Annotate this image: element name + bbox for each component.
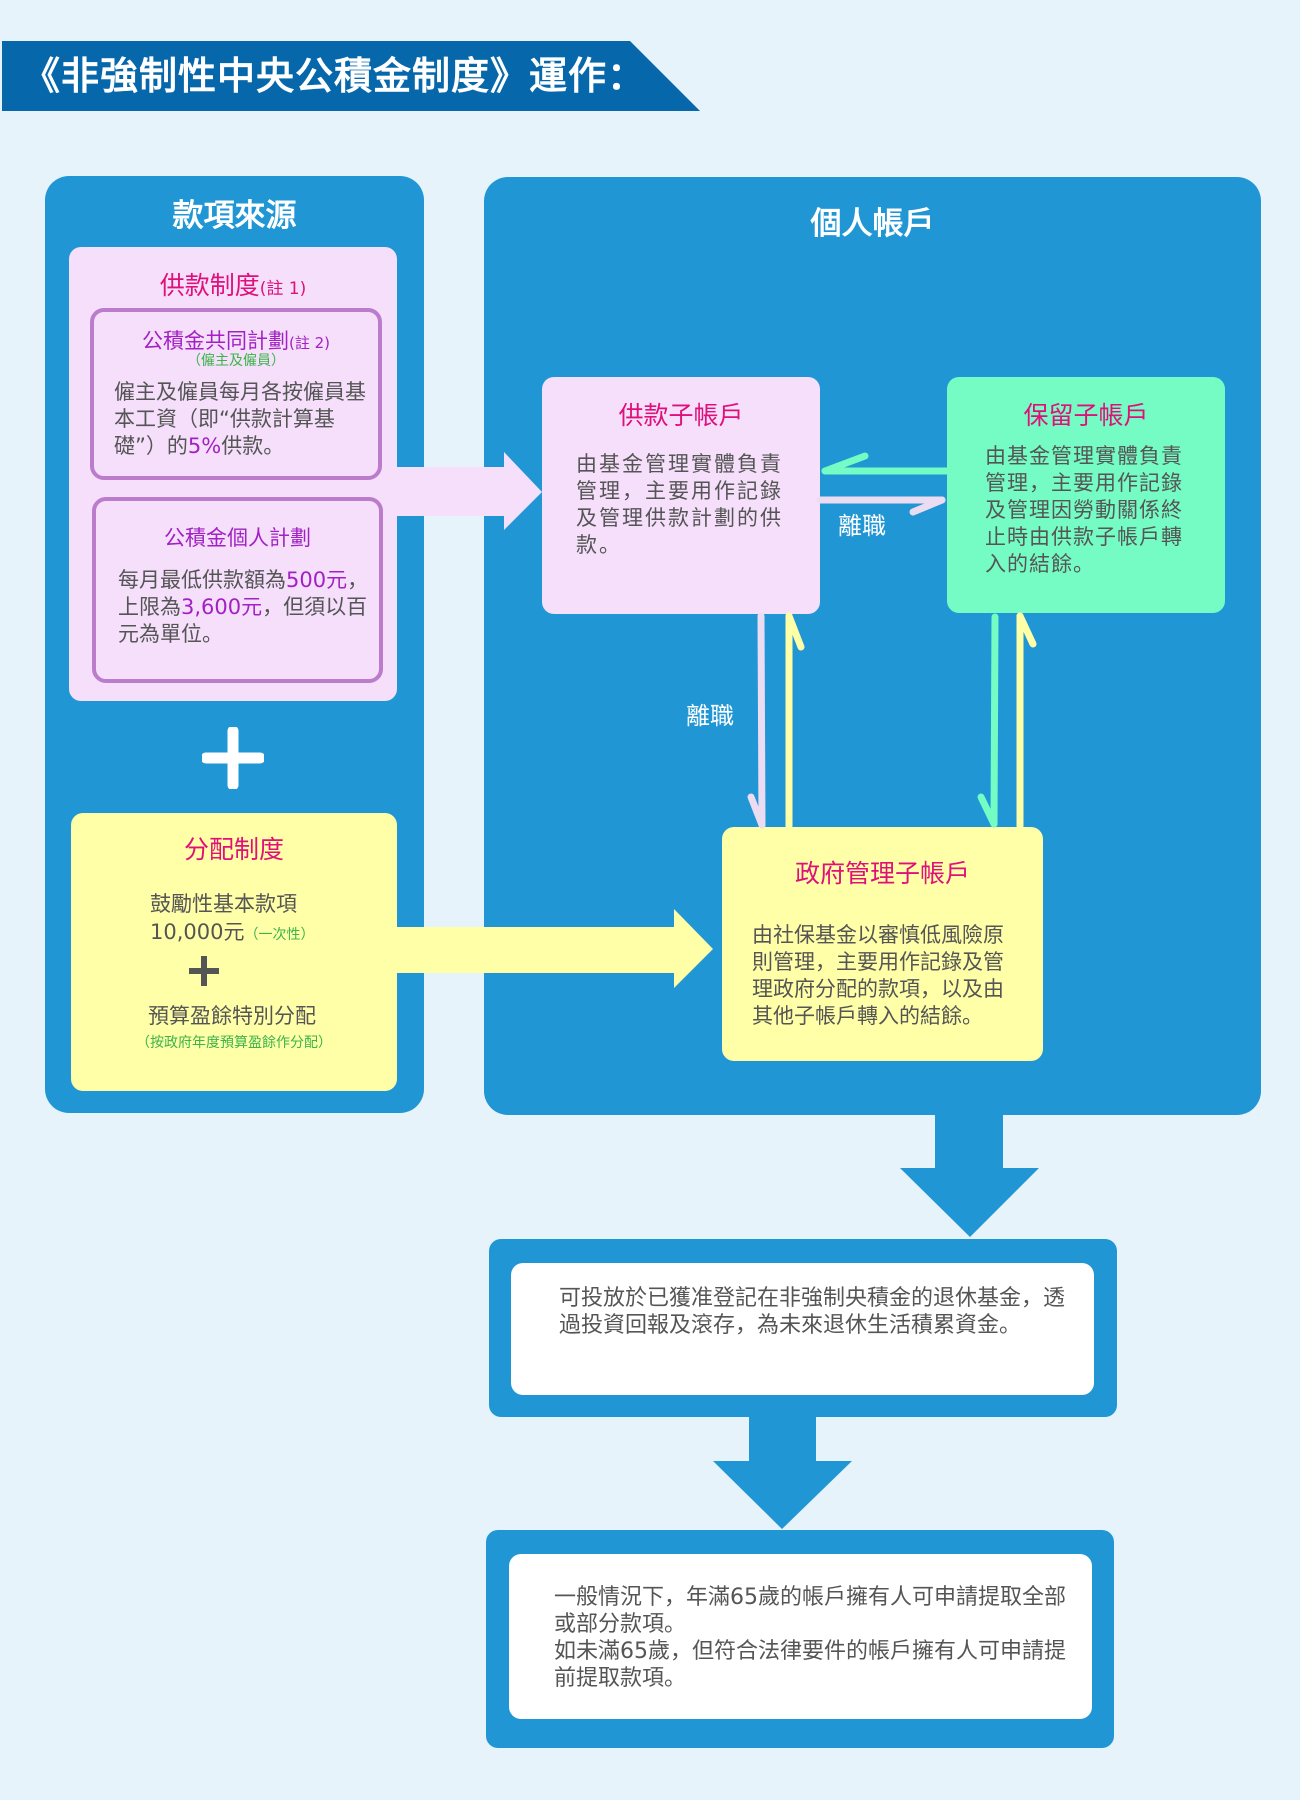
allocation-system-box	[71, 813, 397, 1091]
allocation-system-title: 分配制度	[183, 835, 284, 864]
note-2-ref: (註 2)	[288, 334, 331, 352]
preservation-subaccount-description: 由基金管理實體負責管理，主要用作記錄及管理因勞動關係終止時由供款子帳戶轉入的結餘…	[985, 444, 1183, 576]
down-arrow-to-withdrawal	[713, 1415, 852, 1529]
personal-plan-desc-1: 每月最低供款額為	[118, 568, 286, 592]
plus-icon	[189, 956, 219, 986]
joint-plan-description: 僱主及僱員每月各按僱員基本工資（即“供款計算基礎”）的5%供款。	[114, 379, 374, 460]
joint-plan-desc-end: 供款。	[221, 434, 285, 458]
withdrawal-outcome-card	[509, 1554, 1092, 1719]
personal-plan-title: 公積金個人計劃	[164, 526, 311, 550]
joint-plan-title: 公積金共同計劃(註 2)	[90, 325, 382, 355]
maximum-contribution: 3,600元	[181, 595, 263, 619]
government-subaccount-box	[722, 827, 1043, 1061]
surplus-allocation-label: 預算盈餘特別分配	[148, 1004, 316, 1028]
minimum-contribution: 500元	[286, 568, 348, 592]
title-banner-shape	[2, 41, 700, 111]
government-subaccount-title: 政府管理子帳戶	[794, 859, 970, 888]
contribution-system-title: 供款制度(註 1)	[69, 266, 397, 302]
contribution-subaccount-title: 供款子帳戶	[618, 401, 744, 430]
contribution-rate: 5%	[187, 434, 222, 458]
one-off-note: （一次性）	[244, 927, 315, 943]
down-arrow-to-investment	[900, 1113, 1039, 1237]
joint-plan-label: 公積金共同計劃	[141, 329, 289, 353]
title-banner	[2, 41, 700, 111]
note-1-ref: (註 1)	[259, 279, 307, 299]
sources-title: 款項來源	[172, 198, 297, 234]
personal-plan-description: 每月最低供款額為500元，上限為3,600元，但須以百元為單位。	[118, 567, 378, 648]
surplus-allocation-note: （按政府年度預算盈餘作分配）	[136, 1035, 332, 1051]
withdrawal-early-text: 如未滿65歲，但符合法律要件的帳戶擁有人可申請提前提取款項。	[554, 1639, 1066, 1691]
accounts-title: 個人帳戶	[810, 206, 935, 242]
withdrawal-outcome-text: 一般情況下，年滿65歲的帳戶擁有人可申請提取全部或部分款項。如未滿65歲，但符合…	[554, 1584, 1084, 1692]
preservation-subaccount-title: 保留子帳戶	[1023, 401, 1149, 430]
joint-plan-box	[90, 308, 382, 480]
investment-outcome-text: 可投放於已獲准登記在非強制央積金的退休基金，透過投資回報及滾存，為未來退休生活積…	[559, 1286, 1066, 1338]
page-title: 《非強制性中央公積金制度》運作：	[22, 54, 647, 98]
contribution-system-label: 供款制度	[159, 271, 260, 300]
contribution-subaccount-box	[542, 377, 820, 614]
joint-plan-subtitle: （僱主及僱員）	[187, 353, 285, 369]
plus-icon	[202, 727, 264, 789]
personal-plan-box	[92, 497, 383, 683]
withdrawal-normal-text: 一般情況下，年滿65歲的帳戶擁有人可申請提取全部或部分款項。	[554, 1585, 1066, 1637]
personal-plan-desc-2: ，上限為	[118, 568, 369, 619]
basic-incentive-value: 10,000元	[150, 920, 245, 944]
joint-plan-desc-text: 僱主及僱員每月各按僱員基本工資（即“供款計算基礎”）的	[114, 380, 366, 458]
preservation-subaccount-box	[947, 377, 1225, 613]
contribution-subaccount-description: 由基金管理實體負責管理，主要用作記錄及管理供款計劃的供款。	[576, 452, 783, 557]
basic-incentive-label: 鼓勵性基本款項	[150, 892, 297, 916]
leave-employment-label: 離職	[838, 512, 886, 540]
personal-plan-desc-3: ，但須以百元為單位。	[118, 595, 368, 646]
leave-employment-label: 離職	[686, 702, 734, 730]
basic-incentive-amount: 10,000元（一次性）	[150, 916, 314, 946]
investment-outcome-card	[511, 1263, 1094, 1395]
government-subaccount-description: 由社保基金以審慎低風險原則管理，主要用作記錄及管理政府分配的款項，以及由其他子帳…	[752, 923, 1004, 1028]
